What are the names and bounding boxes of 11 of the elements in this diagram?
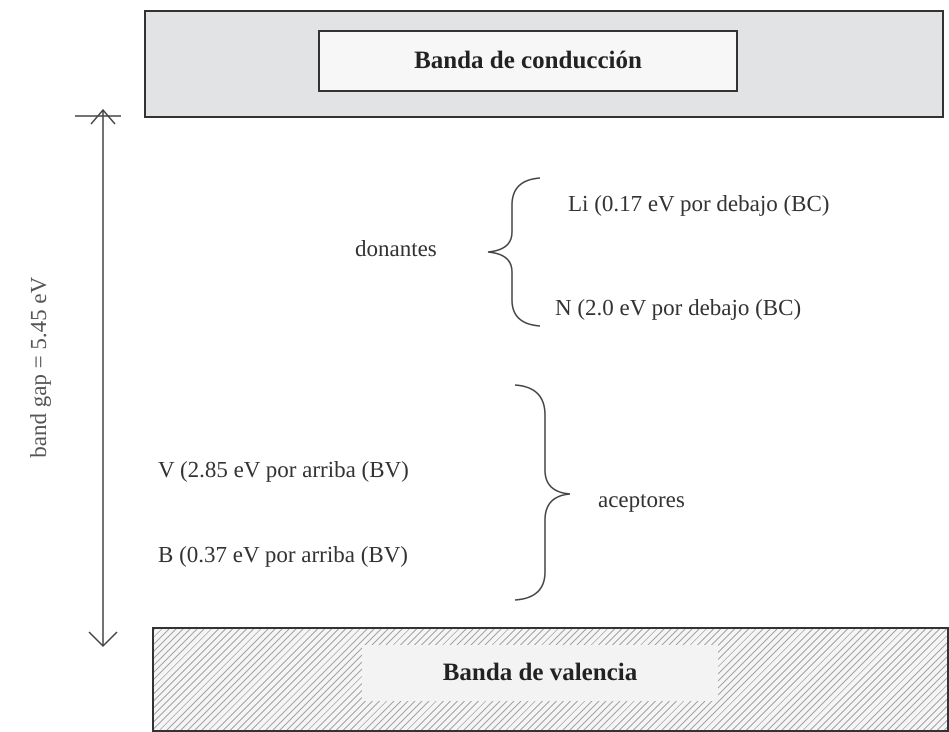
level-label: N (2.0 eV por debajo (BC) — [555, 294, 802, 322]
band-label-box: Banda de valencia — [362, 645, 718, 701]
acceptor-label: aceptores — [598, 486, 685, 514]
donor-label: donantes — [355, 235, 437, 263]
level-label: V (2.85 eV por arriba (BV) — [158, 456, 409, 484]
band-label-box: Banda de conducción — [318, 30, 738, 92]
conduction-band-bar — [144, 10, 944, 118]
level-label: Li (0.17 eV por debajo (BC) — [568, 190, 830, 218]
level-label: B (0.37 eV por arriba (BV) — [158, 541, 408, 569]
band-gap-label: band gap = 5.45 eV — [24, 276, 52, 460]
valence-band-bar — [152, 627, 949, 732]
